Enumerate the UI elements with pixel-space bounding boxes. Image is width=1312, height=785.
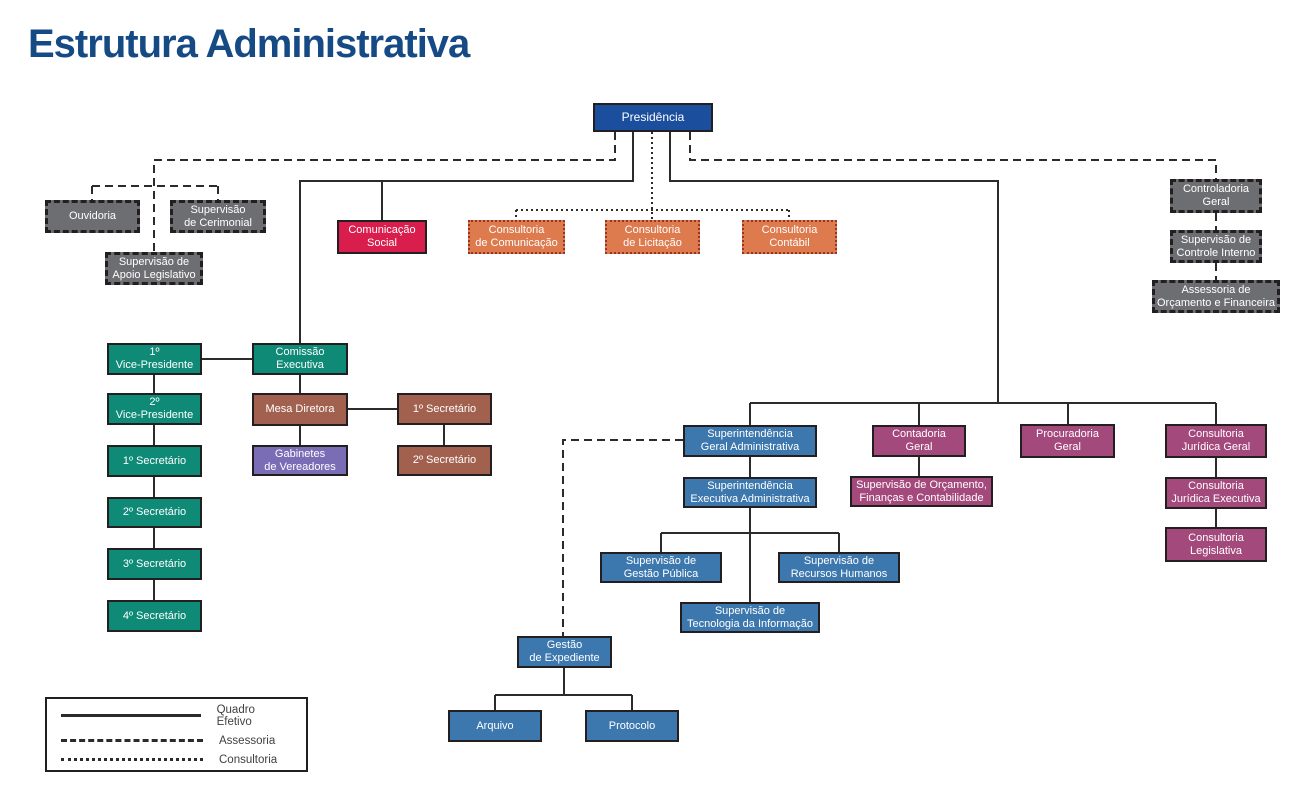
node-superintendencia-executiva: Superintendência Executiva Administrativ… bbox=[683, 477, 817, 508]
node-gestao-expediente: Gestão de Expediente bbox=[517, 636, 612, 668]
node-consultoria-legislativa: Consultoria Legislativa bbox=[1165, 527, 1267, 562]
node-superintendencia-geral: Superintendência Geral Administrativa bbox=[683, 425, 817, 457]
legend-row-quadro-efetivo: Quadro Efetivo bbox=[61, 704, 292, 728]
node-arquivo: Arquivo bbox=[448, 710, 542, 742]
node-supervisao-controle-interno: Supervisão de Controle Interno bbox=[1170, 230, 1262, 263]
legend-solid-line-sample bbox=[61, 714, 201, 717]
legend-row-consultoria: Consultoria bbox=[61, 754, 292, 766]
node-comunicacao-social: Comunicação Social bbox=[337, 220, 427, 254]
node-procuradoria-geral: Procuradoria Geral bbox=[1020, 424, 1115, 458]
node-presidencia: Presidência bbox=[593, 103, 713, 132]
node-1-secretario: 1º Secretário bbox=[107, 445, 202, 477]
node-consultoria-licitacao: Consultoria de Licitação bbox=[605, 220, 700, 254]
page-title: Estrutura Administrativa bbox=[28, 22, 470, 66]
node-consultoria-juridica-executiva: Consultoria Jurídica Executiva bbox=[1165, 477, 1267, 509]
node-protocolo: Protocolo bbox=[585, 710, 679, 742]
node-4-secretario: 4º Secretário bbox=[107, 600, 202, 632]
legend-row-assessoria: Assessoria bbox=[61, 735, 292, 747]
node-1-vice-presidente: 1º Vice-Presidente bbox=[107, 343, 202, 375]
legend-dotted-line-sample bbox=[61, 758, 203, 761]
node-consultoria-contabil: Consultoria Contábil bbox=[742, 220, 837, 254]
edges-assessoria bbox=[91, 132, 1217, 636]
node-mesa-diretora: Mesa Diretora bbox=[252, 393, 348, 426]
edges-consultoria bbox=[515, 132, 790, 220]
node-mesa-2-secretario: 2º Secretário bbox=[397, 445, 492, 476]
node-consultoria-juridica-geral: Consultoria Jurídica Geral bbox=[1165, 424, 1267, 458]
node-contadoria-geral: Contadoria Geral bbox=[872, 425, 966, 457]
node-supervisao-cerimonial: Supervisão de Cerimonial bbox=[170, 200, 266, 233]
node-supervisao-orcamento-financas: Supervisão de Orçamento, Finanças e Cont… bbox=[850, 476, 993, 507]
legend-label-consultoria: Consultoria bbox=[219, 753, 278, 766]
legend-label-assessoria: Assessoria bbox=[219, 734, 276, 747]
legend-dashed-line-sample bbox=[61, 739, 203, 742]
legend-label-quadro-efetivo: Quadro Efetivo bbox=[216, 703, 255, 728]
node-comissao-executiva: Comissão Executiva bbox=[252, 343, 348, 375]
node-mesa-1-secretario: 1º Secretário bbox=[397, 393, 492, 425]
node-supervisao-gestao-publica: Supervisão de Gestão Pública bbox=[600, 552, 722, 583]
node-3-secretario: 3º Secretário bbox=[107, 548, 202, 580]
node-2-secretario: 2º Secretário bbox=[107, 497, 202, 528]
node-ouvidoria: Ouvidoria bbox=[45, 200, 140, 233]
node-consultoria-comunicacao: Consultoria de Comunicação bbox=[468, 220, 565, 254]
node-supervisao-tecnologia-informacao: Supervisão de Tecnologia da Informação bbox=[680, 602, 820, 633]
node-gabinetes-vereadores: Gabinetes de Vereadores bbox=[252, 445, 348, 476]
node-supervisao-recursos-humanos: Supervisão de Recursos Humanos bbox=[778, 552, 900, 583]
node-supervisao-apoio-legislativo: Supervisão de Apoio Legislativo bbox=[105, 252, 203, 285]
node-assessoria-orcamento-financeira: Assessoria de Orçamento e Financeira bbox=[1152, 280, 1280, 313]
node-controladoria-geral: Controladoria Geral bbox=[1170, 179, 1262, 213]
edges-quadro-efetivo bbox=[153, 132, 1217, 710]
node-2-vice-presidente: 2º Vice-Presidente bbox=[107, 393, 202, 425]
legend: Quadro Efetivo Assessoria Consultoria bbox=[45, 697, 308, 772]
